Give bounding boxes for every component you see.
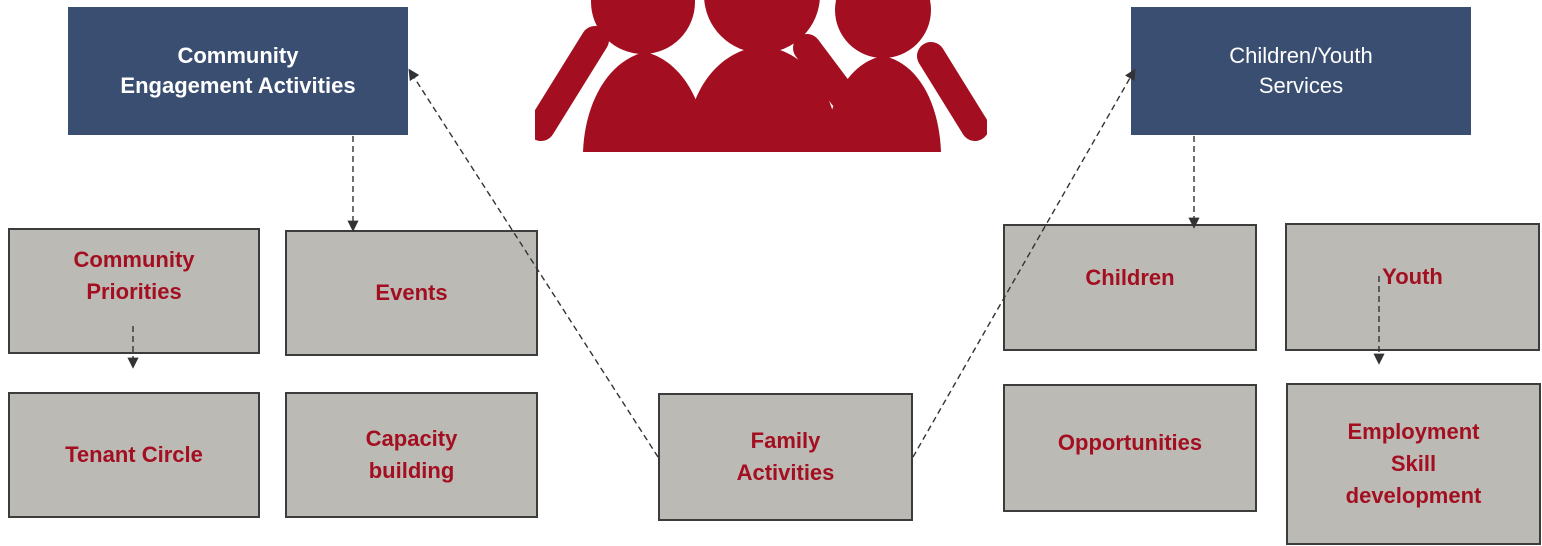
capacity-building-label: Capacity building [365, 426, 458, 483]
employment-skill-node: Employment Skill development [1286, 383, 1541, 545]
tenant-circle-label: Tenant Circle [65, 442, 203, 468]
employment-skill-label: Employment Skill development [1345, 419, 1482, 508]
children-youth-header-label: Children/Youth Services [1229, 43, 1373, 98]
youth-label: Youth [1382, 264, 1443, 290]
family-activities-node: Family Activities [658, 393, 913, 521]
community-priorities-node: Community Priorities [8, 228, 260, 354]
children-label: Children [1085, 264, 1175, 290]
children-youth-header: Children/Youth Services [1131, 7, 1471, 135]
opportunities-label: Opportunities [1057, 430, 1203, 456]
youth-node: Youth [1285, 223, 1540, 351]
capacity-building-node: Capacity building [285, 392, 538, 518]
community-engagement-header: Community Engagement Activities [68, 7, 408, 135]
people-group-icon [535, 0, 987, 152]
opportunities-node: Opportunities [1003, 384, 1257, 512]
community-engagement-header-label: Community Engagement Activities [120, 43, 356, 98]
community-priorities-label: Community Priorities [73, 247, 195, 304]
children-node: Children [1003, 224, 1257, 351]
tenant-circle-node: Tenant Circle [8, 392, 260, 518]
events-node: Events [285, 230, 538, 356]
family-activities-label: Family Activities [736, 428, 835, 485]
events-label: Events [375, 280, 448, 306]
